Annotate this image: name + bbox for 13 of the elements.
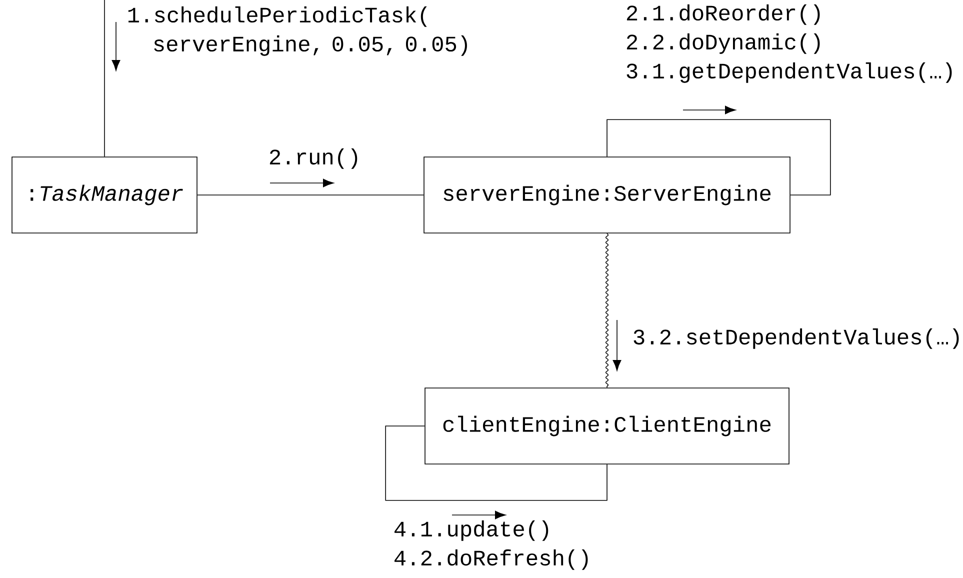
connector bbox=[197, 194, 424, 196]
object-box: clientEngine:ClientEngine bbox=[424, 388, 790, 464]
message-label: 2.run() bbox=[270, 148, 358, 169]
message-label: 4.1.update() 4.2.doRefresh() bbox=[394, 520, 588, 570]
connector bbox=[385, 426, 608, 501]
connector bbox=[605, 233, 609, 388]
connector bbox=[606, 119, 831, 196]
message-label: 1.schedulePeriodicTask( serverEngine, 0.05, 0.05) bbox=[128, 6, 467, 56]
connector bbox=[104, 0, 105, 157]
message-label: 2.1.doReorder() 2.2.doDynamic() 3.1.getDependentValues(…) bbox=[626, 4, 952, 83]
object-box: serverEngine:ServerEngine bbox=[424, 156, 790, 234]
object-box: :TaskManager bbox=[12, 156, 198, 234]
message-label: 3.2.setDependentValues(…) bbox=[634, 328, 959, 349]
